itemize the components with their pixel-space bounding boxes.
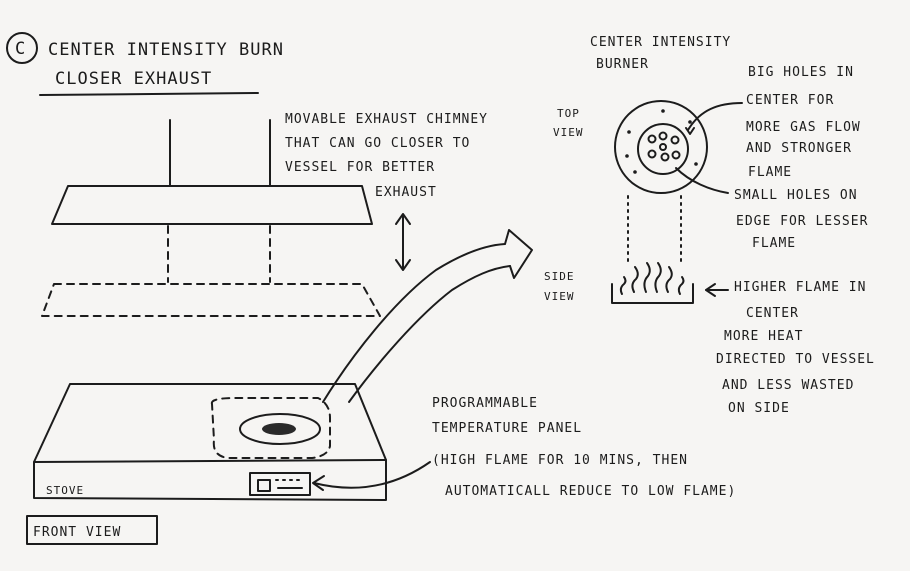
big-holes-line: FLAME <box>748 165 792 180</box>
higher-flame-line: HIGHER FLAME IN <box>734 280 866 295</box>
stove-drawing: STOVE <box>33 383 387 501</box>
burner-ring <box>239 413 321 445</box>
burner-side-body <box>611 283 694 304</box>
page-title-line1: CENTER INTENSITY BURN <box>48 40 284 60</box>
stove-top <box>33 383 387 463</box>
higher-flame-note: HIGHER FLAME IN CENTER <box>734 280 866 321</box>
chimney-hood-lowered <box>41 283 381 317</box>
front-view-label: FRONT VIEW <box>33 525 121 540</box>
title-underline <box>39 92 259 96</box>
chimney-note: MOVABLE EXHAUST CHIMNEY THAT CAN GO CLOS… <box>285 112 488 200</box>
burner-hatched-center <box>262 423 296 435</box>
big-holes-pointer-tip <box>685 127 695 135</box>
page-title-line2: CLOSER EXHAUST <box>55 69 212 89</box>
small-holes-line: SMALL HOLES ON <box>734 188 858 203</box>
front-view-frame <box>26 515 158 545</box>
panel-note-line2: AUTOMATICALL REDUCE TO LOW FLAME) <box>445 484 736 499</box>
big-holes-note: BIG HOLES IN CENTER FOR MORE GAS FLOW AN… <box>746 65 861 180</box>
more-heat-line: MORE HEAT <box>724 329 803 344</box>
burner-outer-ring <box>614 100 708 194</box>
stove-label: STOVE <box>46 484 84 497</box>
side-view-label-line1: SIDE <box>544 270 575 283</box>
zoom-arrow-icon <box>322 229 533 403</box>
small-holes-line: FLAME <box>752 236 796 251</box>
top-view-label-line2: VIEW <box>553 126 584 139</box>
panel-note: PROGRAMMABLE TEMPERATURE PANEL (HIGH FLA… <box>432 396 736 499</box>
flame-icon <box>619 262 685 295</box>
more-heat-line: DIRECTED TO VESSEL <box>716 352 875 367</box>
small-holes-note: SMALL HOLES ON EDGE FOR LESSER FLAME <box>734 188 868 251</box>
big-holes-line: MORE GAS FLOW <box>746 120 861 135</box>
panel-pointer-arrow-icon <box>312 461 431 491</box>
side-view-label-line2: VIEW <box>544 290 575 303</box>
section-marker-circle <box>6 32 38 64</box>
movement-arrow-icon <box>395 213 411 271</box>
chimney-note-line3: VESSEL FOR BETTER <box>285 160 435 175</box>
burner-title-line2: BURNER <box>596 57 649 72</box>
chimney-note-line1: MOVABLE EXHAUST CHIMNEY <box>285 112 488 127</box>
panel-title-line1: PROGRAMMABLE <box>432 396 538 411</box>
big-center-holes <box>647 131 681 162</box>
small-edge-holes <box>625 109 698 174</box>
top-view-label-line1: TOP <box>557 107 580 120</box>
more-heat-note: MORE HEAT DIRECTED TO VESSEL AND LESS WA… <box>716 329 875 416</box>
heading: C CENTER INTENSITY BURN CLOSER EXHAUST <box>6 32 284 96</box>
small-holes-line: EDGE FOR LESSER <box>736 214 868 229</box>
panel-button <box>257 479 271 492</box>
burner-detail: CENTER INTENSITY BURNER TOP VIEW SIDE VI… <box>544 35 875 416</box>
big-holes-line: AND STRONGER <box>746 141 852 156</box>
chimney-hood <box>51 185 373 225</box>
front-view-label-box: FRONT VIEW <box>26 515 158 545</box>
panel-note-line1: (HIGH FLAME FOR 10 MINS, THEN <box>432 453 688 468</box>
small-holes-pointer <box>675 167 729 194</box>
higher-flame-arrow-icon <box>705 283 729 297</box>
section-marker: C <box>15 39 26 59</box>
more-heat-line: ON SIDE <box>728 401 790 416</box>
big-holes-line: BIG HOLES IN <box>748 65 854 80</box>
temperature-panel <box>249 472 311 496</box>
burner-title-line1: CENTER INTENSITY <box>590 35 731 50</box>
more-heat-line: AND LESS WASTED <box>722 378 854 393</box>
burner-inner-ring <box>637 123 689 175</box>
chimney-note-line4: EXHAUST <box>375 185 437 200</box>
higher-flame-line: CENTER <box>746 306 799 321</box>
chimney-drawing <box>41 119 411 317</box>
chimney-note-line2: THAT CAN GO CLOSER TO <box>285 136 470 151</box>
stove-front <box>33 459 387 501</box>
panel-title-line2: TEMPERATURE PANEL <box>432 421 582 436</box>
big-holes-pointer <box>687 102 743 131</box>
burner-zoom-region <box>210 397 331 459</box>
big-holes-line: CENTER FOR <box>746 93 834 108</box>
